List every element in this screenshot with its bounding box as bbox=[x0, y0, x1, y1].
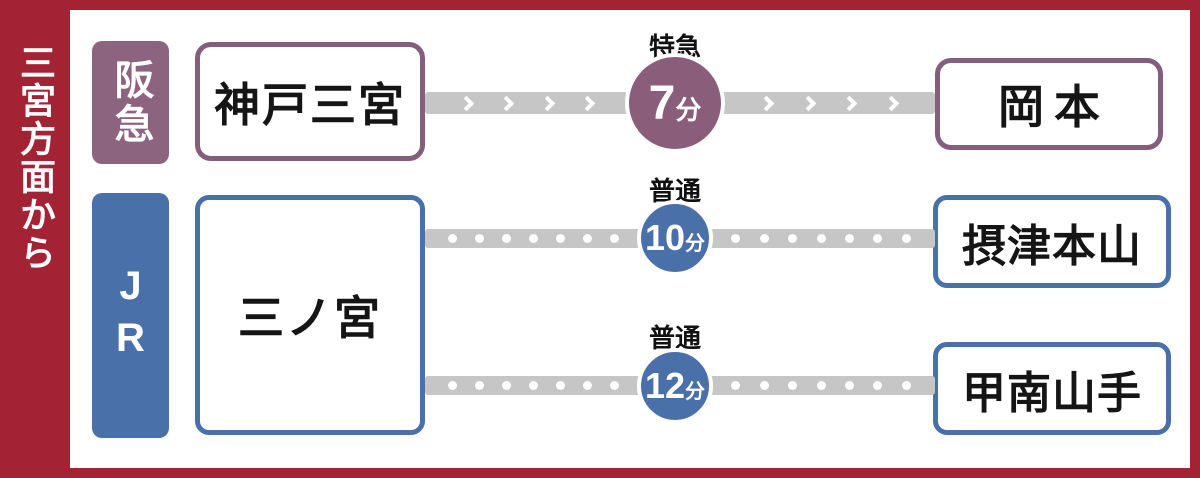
dot-icon bbox=[502, 381, 511, 390]
station-okamoto: 岡本 bbox=[935, 58, 1163, 150]
dot-icon bbox=[873, 234, 883, 243]
hankyu-company-text: 阪急 bbox=[108, 58, 153, 147]
dot-icon bbox=[759, 381, 769, 390]
dot-icon bbox=[448, 234, 457, 243]
dot-icon bbox=[901, 234, 911, 243]
dot-icon bbox=[475, 234, 484, 243]
dot-icon bbox=[475, 381, 484, 390]
jr-track-dots-2-left bbox=[430, 376, 637, 395]
dot-icon bbox=[844, 234, 854, 243]
jr-company-text: JR bbox=[108, 263, 153, 368]
dot-icon bbox=[529, 234, 538, 243]
dot-icon bbox=[556, 234, 565, 243]
dot-icon bbox=[610, 381, 619, 390]
hankyu-company-label: 阪急 bbox=[92, 41, 169, 164]
chevron-right-icon bbox=[499, 95, 515, 111]
dot-icon bbox=[788, 381, 798, 390]
dot-icon bbox=[556, 381, 565, 390]
duration-badge-jr-1: 10 分 bbox=[637, 200, 713, 276]
chevron-right-icon bbox=[800, 95, 816, 111]
dot-icon bbox=[788, 234, 798, 243]
chevron-right-icon bbox=[458, 95, 475, 111]
jr-company-label: JR bbox=[92, 193, 169, 438]
dot-icon bbox=[502, 234, 511, 243]
dot-icon bbox=[759, 234, 769, 243]
dot-icon bbox=[448, 381, 457, 390]
station-name: 岡本 bbox=[998, 81, 1110, 133]
station-sannomiya: 三ノ宮 bbox=[195, 195, 425, 435]
chevron-right-icon bbox=[758, 95, 775, 111]
page-title: 三宮方面から bbox=[0, 44, 70, 464]
hankyu-track-chevrons-left bbox=[432, 92, 622, 114]
duration-unit: 分 bbox=[685, 381, 706, 403]
duration-unit: 分 bbox=[685, 233, 706, 255]
chevron-right-icon bbox=[883, 95, 900, 111]
dot-icon bbox=[816, 234, 826, 243]
duration-badge-jr-2: 12 分 bbox=[637, 348, 713, 424]
jr-track-dots-1-left bbox=[430, 229, 637, 248]
chevron-right-icon bbox=[842, 95, 858, 111]
chevron-right-icon bbox=[539, 95, 555, 111]
dot-icon bbox=[529, 381, 538, 390]
dot-icon bbox=[816, 381, 826, 390]
station-name: 神戸三宮 bbox=[214, 78, 406, 131]
dot-icon bbox=[873, 381, 883, 390]
jr-track-dots-1-right bbox=[712, 229, 930, 248]
dot-icon bbox=[583, 234, 592, 243]
dot-icon bbox=[731, 381, 741, 390]
chevron-right-icon bbox=[579, 95, 596, 111]
dot-icon bbox=[901, 381, 911, 390]
duration-value: 7 bbox=[648, 76, 676, 130]
dot-icon bbox=[610, 234, 619, 243]
duration-badge-hankyu: 7 分 bbox=[625, 53, 725, 153]
station-name: 甲南山手 bbox=[962, 368, 1142, 418]
dot-icon bbox=[844, 381, 854, 390]
dot-icon bbox=[731, 234, 741, 243]
page-title-text: 三宮方面から bbox=[15, 44, 56, 272]
dot-icon bbox=[583, 381, 592, 390]
duration-unit: 分 bbox=[675, 94, 702, 125]
station-settsu-motoyama: 摂津本山 bbox=[933, 195, 1171, 288]
hankyu-track-chevrons-right bbox=[730, 92, 928, 114]
station-name: 三ノ宮 bbox=[238, 292, 382, 344]
station-konan-yamate: 甲南山手 bbox=[933, 342, 1171, 435]
station-kobe-sannomiya: 神戸三宮 bbox=[195, 42, 425, 161]
station-name: 摂津本山 bbox=[962, 221, 1142, 271]
jr-track-dots-2-right bbox=[712, 376, 930, 395]
duration-value: 12 bbox=[644, 365, 686, 406]
duration-value: 10 bbox=[644, 217, 686, 258]
